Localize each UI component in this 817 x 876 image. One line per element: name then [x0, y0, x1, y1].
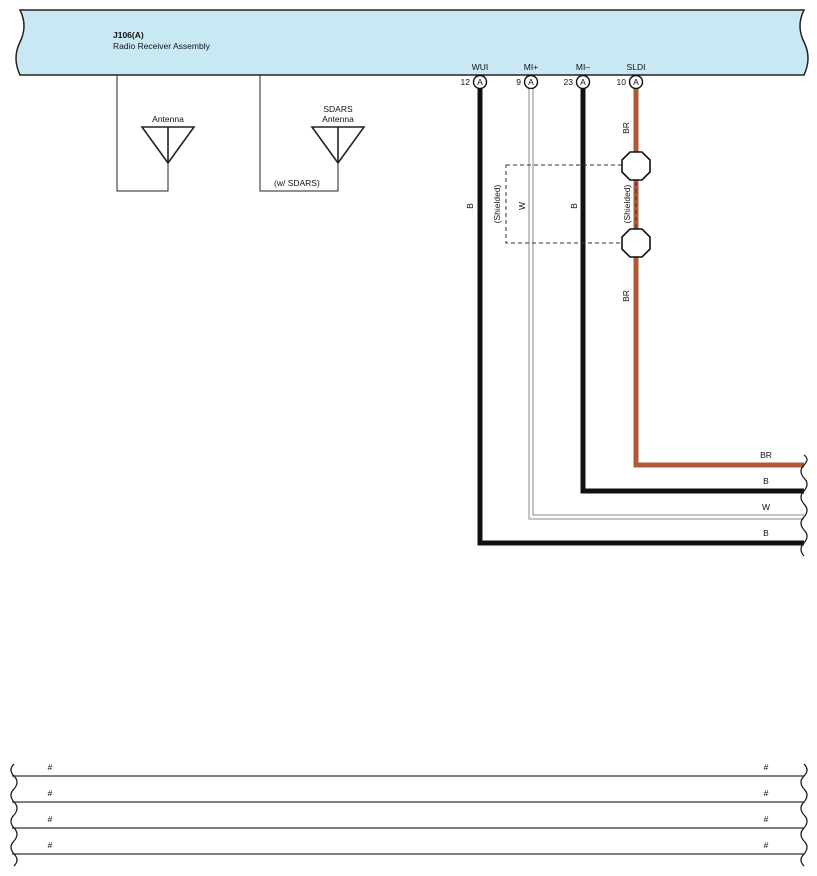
pin-number: 12 — [461, 77, 471, 87]
shield-splice-upper-icon — [621, 151, 651, 181]
sdars-antenna: SDARS Antenna (w/ SDARS) — [259, 75, 366, 192]
output-label-b1: B — [763, 476, 769, 486]
wire-wui — [477, 89, 804, 546]
placeholder-left-2: # — [48, 788, 53, 798]
pin-number: 23 — [564, 77, 574, 87]
antenna: Antenna — [116, 75, 196, 192]
sdars-label-line1: SDARS — [323, 104, 353, 114]
sdars-label-line2: Antenna — [322, 114, 354, 124]
connector-circle — [523, 74, 539, 90]
placeholder-right-1: # — [764, 762, 769, 772]
pin-name: MI+ — [524, 62, 538, 72]
continuation-break-right — [800, 454, 808, 557]
output-label-br: BR — [760, 450, 772, 460]
wire-color-mi-plus: W — [517, 202, 527, 210]
pin-number: 9 — [516, 77, 521, 87]
component-name: Radio Receiver Assembly — [113, 41, 211, 51]
sdars-antenna-lead — [259, 75, 339, 192]
shield-label-left: (Shielded) — [492, 184, 502, 223]
sdars-condition: (w/ SDARS) — [274, 178, 320, 188]
connector-circle — [628, 74, 644, 90]
placeholder-left-3: # — [48, 814, 53, 824]
placeholder-right-2: # — [764, 788, 769, 798]
connector-letter: A — [633, 77, 639, 87]
placeholder-right-4: # — [764, 840, 769, 850]
output-label-b2: B — [763, 528, 769, 538]
component-body — [15, 9, 809, 76]
shield-label-right: (Shielded) — [622, 184, 632, 223]
wire-sldi — [633, 89, 804, 468]
placeholder-left-4: # — [48, 840, 53, 850]
wire-color-sldi-upper: BR — [621, 122, 631, 134]
wire-color-sldi-lower: BR — [621, 290, 631, 302]
shield-box — [505, 164, 637, 244]
connector-letter: A — [528, 77, 534, 87]
component-id: J106(A) — [113, 30, 144, 40]
connector-letter: A — [477, 77, 483, 87]
placeholder-right-3: # — [764, 814, 769, 824]
pin-name: SLDI — [627, 62, 646, 72]
connector-circle — [472, 74, 488, 90]
shield-splice-lower-icon — [621, 228, 651, 258]
antenna-lead — [116, 75, 169, 192]
wire-color-wui: B — [465, 203, 475, 209]
wire-mi-minus — [580, 89, 804, 494]
pin-name: MI– — [576, 62, 590, 72]
pin-sldi: SLDI 10 A — [617, 62, 646, 90]
radio-receiver-assembly: J106(A) Radio Receiver Assembly — [15, 9, 809, 76]
placeholder-rows: # # # # # # # # — [10, 762, 808, 867]
pin-wui: WUI 12 A — [461, 62, 489, 90]
connector-letter: A — [580, 77, 586, 87]
placeholder-left-1: # — [48, 762, 53, 772]
antenna-label: Antenna — [152, 114, 184, 124]
left-break-icon — [10, 763, 18, 790]
right-break-icon — [800, 763, 808, 790]
wire-mi-plus-core — [529, 89, 804, 519]
pin-mi-plus: MI+ 9 A — [516, 62, 539, 90]
output-label-w: W — [762, 502, 770, 512]
wire-color-mi-minus: B — [569, 203, 579, 209]
pin-name: WUI — [472, 62, 489, 72]
pin-number: 10 — [617, 77, 627, 87]
pin-mi-minus: MI– 23 A — [564, 62, 591, 90]
connector-circle — [575, 74, 591, 90]
